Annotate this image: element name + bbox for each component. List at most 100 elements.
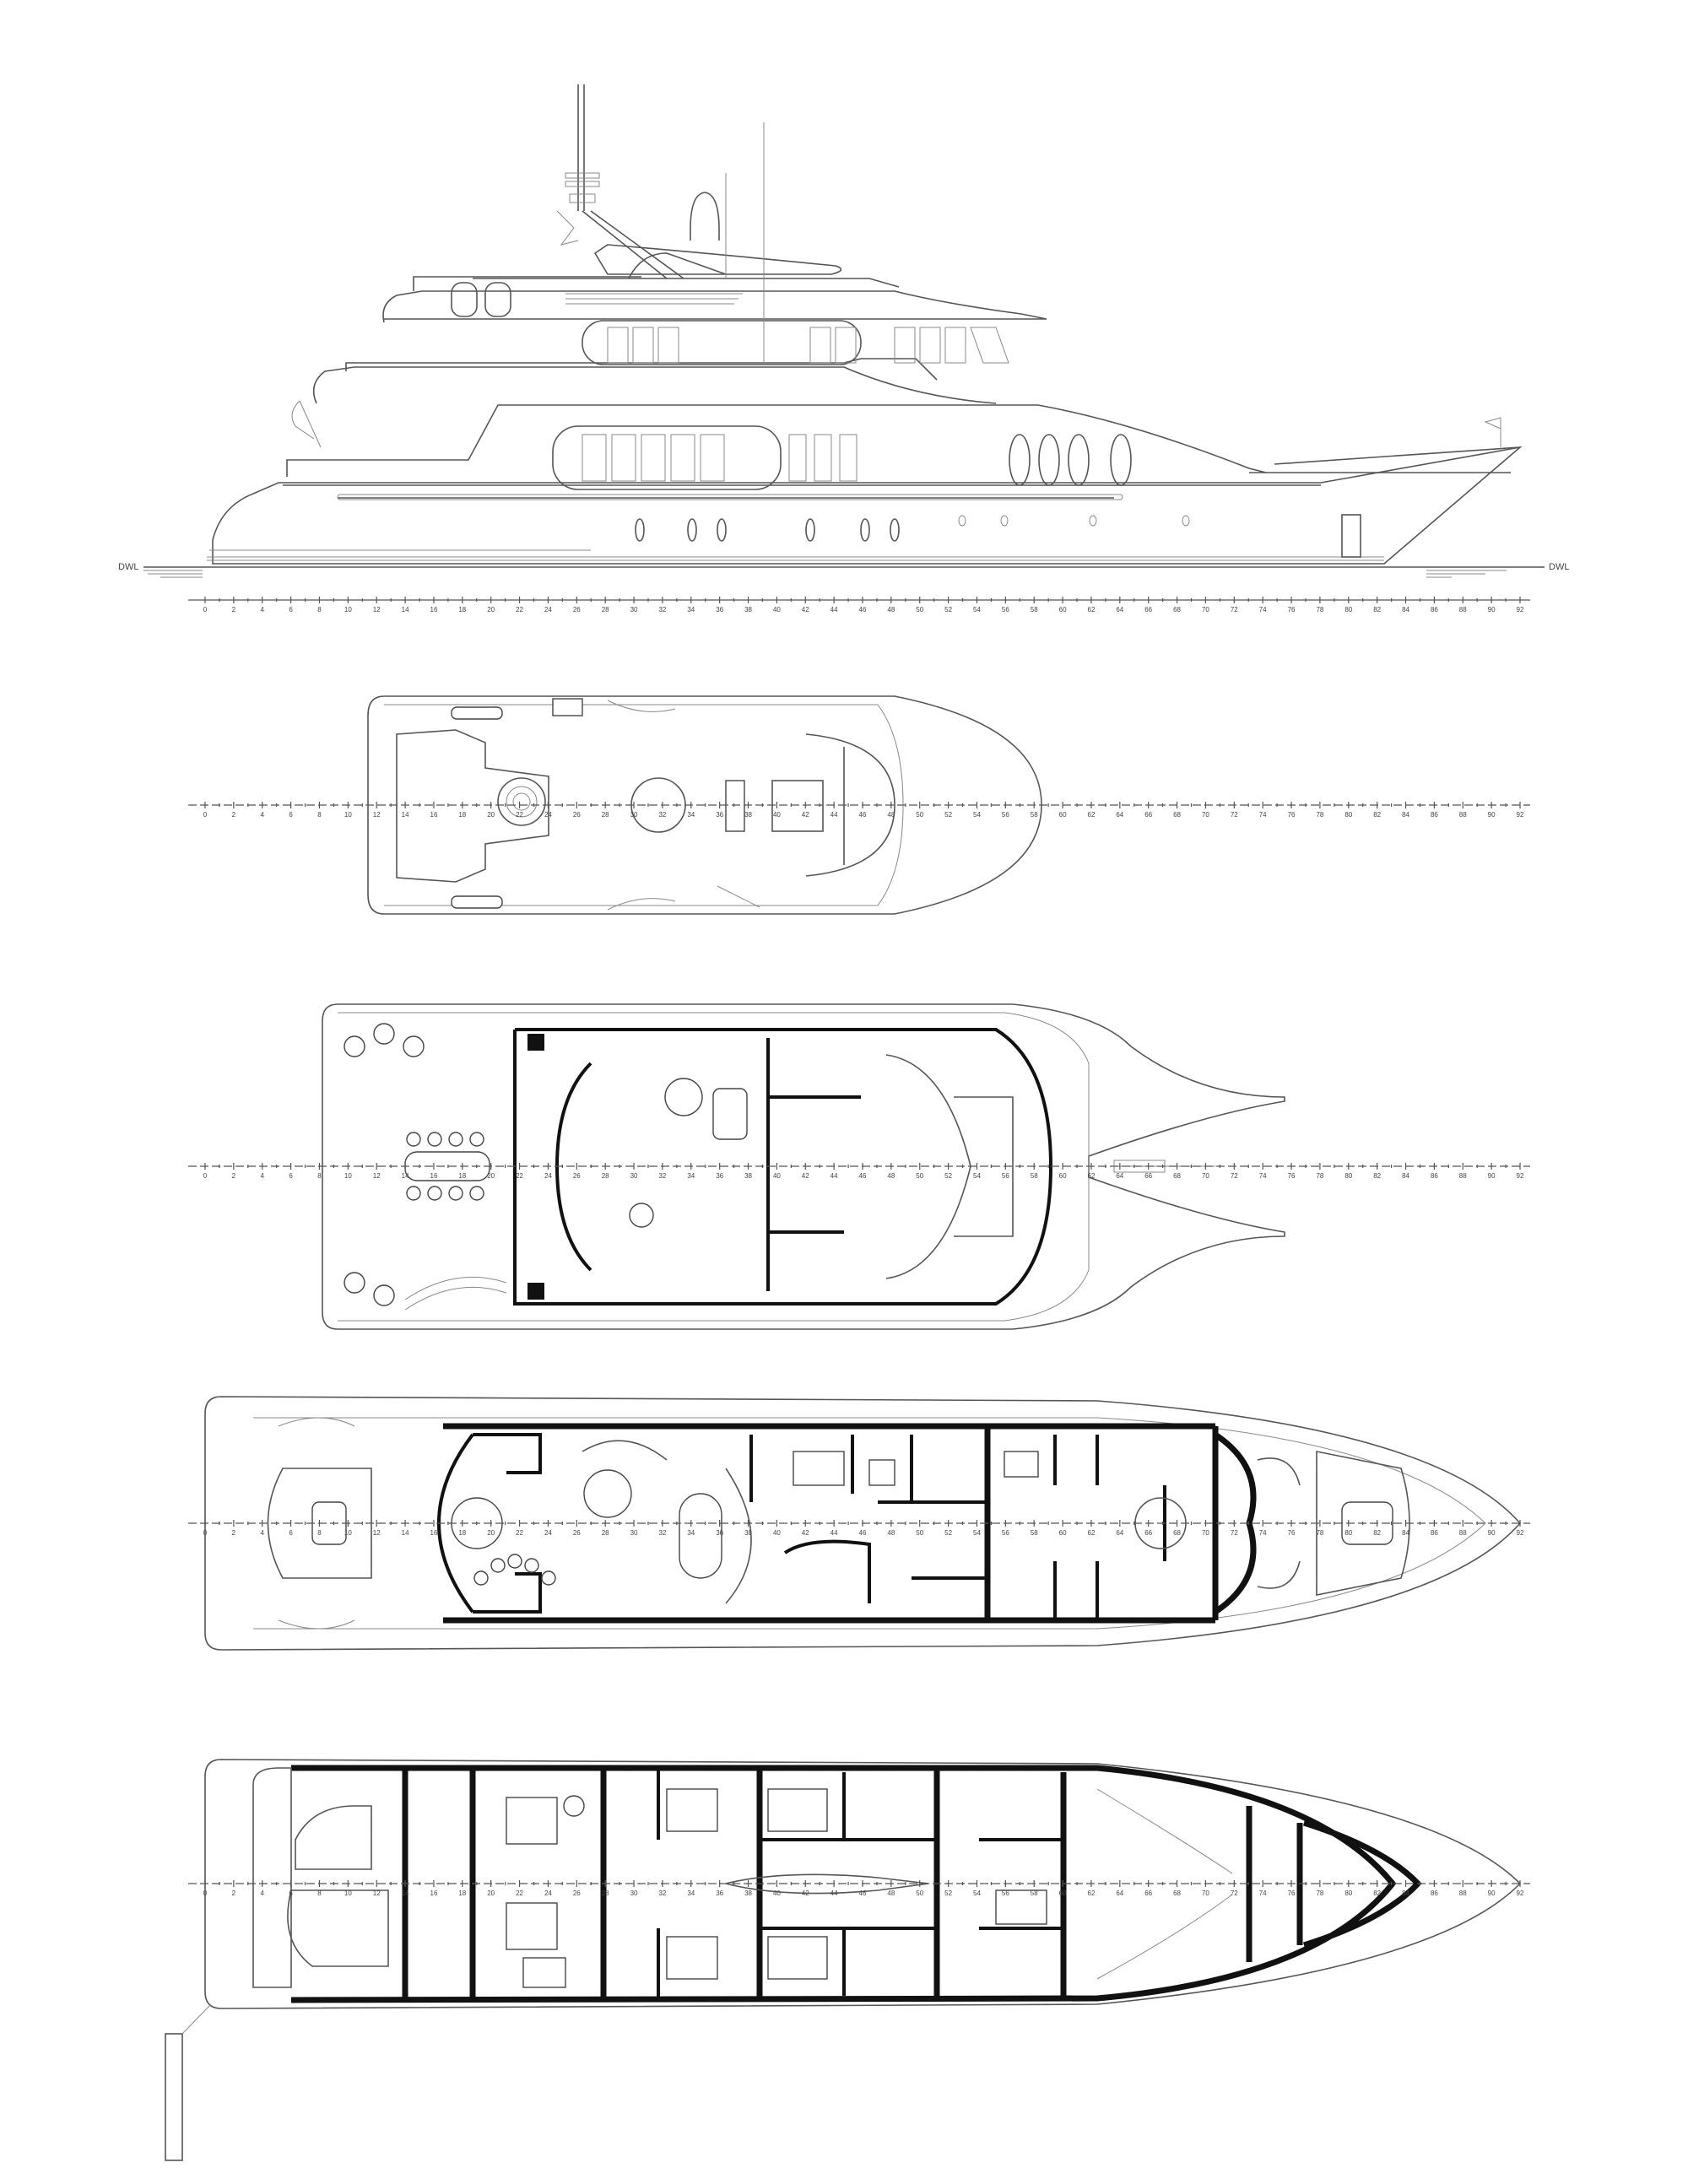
- scale-label: 66: [1144, 1889, 1152, 1897]
- scale-label: 4: [261, 606, 265, 614]
- scale-label: 92: [1517, 1889, 1524, 1897]
- scale-label: 4: [261, 1889, 265, 1897]
- scale-label: 28: [602, 1889, 609, 1897]
- scale-label: 62: [1088, 1889, 1096, 1897]
- scale-label: 20: [487, 811, 495, 819]
- scale-label: 26: [573, 1172, 581, 1180]
- scale-label: 64: [1116, 1529, 1123, 1537]
- hull-profile: [212, 446, 1523, 565]
- scale-label: 32: [658, 606, 666, 614]
- scale-label: 90: [1488, 811, 1496, 819]
- scale-label: 68: [1173, 606, 1181, 614]
- scale-label: 20: [487, 606, 495, 614]
- scale-label: 46: [859, 606, 867, 614]
- scale-label: 0: [203, 606, 208, 614]
- scale-label: 40: [773, 1889, 781, 1897]
- scale-label: 60: [1059, 1529, 1067, 1537]
- scale-label: 6: [289, 1889, 293, 1897]
- scale-label: 44: [830, 606, 838, 614]
- scale-label: 42: [802, 1172, 809, 1180]
- scale-label: 62: [1088, 606, 1096, 614]
- scale-label: 70: [1202, 1529, 1209, 1537]
- scale-label: 44: [830, 811, 838, 819]
- scale-label: 54: [973, 1889, 981, 1897]
- scale-label: 54: [973, 811, 981, 819]
- scale-label: 46: [859, 1889, 867, 1897]
- scale-label: 44: [830, 1529, 838, 1537]
- scale-label: 92: [1517, 606, 1524, 614]
- scale-label: 82: [1373, 606, 1381, 614]
- scale-label: 20: [487, 1172, 495, 1180]
- scale-label: 78: [1316, 1889, 1323, 1897]
- scale-label: 0: [203, 1172, 208, 1180]
- scale-label: 40: [773, 1529, 781, 1537]
- scale-label: 56: [1002, 1529, 1009, 1537]
- scale-label: 28: [602, 811, 609, 819]
- scale-label: 42: [802, 1529, 809, 1537]
- scale-label: 84: [1402, 1529, 1409, 1537]
- scale-label: 0: [203, 1529, 208, 1537]
- scale-label: 68: [1173, 811, 1181, 819]
- scale-label: 84: [1402, 606, 1409, 614]
- scale-label: 58: [1031, 606, 1038, 614]
- scale-label: 8: [317, 1889, 322, 1897]
- scale-label: 54: [973, 1529, 981, 1537]
- scale-label: 84: [1402, 1889, 1409, 1897]
- scale-label: 30: [630, 1172, 638, 1180]
- scale-label: 44: [830, 1889, 838, 1897]
- scale-label: 16: [430, 606, 438, 614]
- scale-label: 84: [1402, 811, 1409, 819]
- scale-label: 54: [973, 606, 981, 614]
- scale-label: 46: [859, 1529, 867, 1537]
- scale-label: 30: [630, 1889, 638, 1897]
- scale-label: 32: [658, 811, 666, 819]
- scale-label: 30: [630, 606, 638, 614]
- scale-label: 86: [1431, 606, 1438, 614]
- scale-label: 14: [402, 811, 409, 819]
- scale-label: 32: [658, 1172, 666, 1180]
- scale-label: 76: [1288, 606, 1296, 614]
- scale-label: 86: [1431, 1172, 1438, 1180]
- scale-label: 14: [402, 1889, 409, 1897]
- lower-deck-plan: [165, 1759, 1522, 2161]
- scale-label: 70: [1202, 1172, 1209, 1180]
- scale-label: 24: [544, 1889, 552, 1897]
- aft-dining-table: [404, 1132, 490, 1201]
- scale-label: 42: [802, 606, 809, 614]
- scale-label: 8: [317, 1529, 322, 1537]
- scale-label: 88: [1459, 1889, 1467, 1897]
- scale-label: 22: [516, 1172, 523, 1180]
- scale-label: 72: [1231, 1172, 1238, 1180]
- scale-label: 6: [289, 606, 293, 614]
- scale-label: 26: [573, 1529, 581, 1537]
- scale-label: 74: [1259, 1529, 1267, 1537]
- scale-label: 62: [1088, 1529, 1096, 1537]
- scale-label: 38: [744, 1529, 752, 1537]
- scale-label: 88: [1459, 811, 1467, 819]
- scale-label: 18: [458, 1529, 466, 1537]
- scale-label: 80: [1344, 606, 1352, 614]
- scale-label: 68: [1173, 1172, 1181, 1180]
- scale-label: 82: [1373, 1529, 1381, 1537]
- scale-label: 76: [1288, 1529, 1296, 1537]
- scale-label: 0: [203, 1889, 208, 1897]
- scale-label: 76: [1288, 1889, 1296, 1897]
- scale-label: 22: [516, 811, 523, 819]
- scale-label: 78: [1316, 1529, 1323, 1537]
- scale-label: 90: [1488, 1889, 1496, 1897]
- scale-label: 52: [944, 1889, 952, 1897]
- scale-label: 56: [1002, 811, 1009, 819]
- dining-chairs-main: [473, 1554, 556, 1586]
- scale-label: 48: [887, 1529, 895, 1537]
- scale-label: 76: [1288, 1172, 1296, 1180]
- scale-label: 28: [602, 1172, 609, 1180]
- scale-label: 38: [744, 606, 752, 614]
- scale-label: 34: [687, 1529, 695, 1537]
- scale-label: 76: [1288, 811, 1296, 819]
- scale-label: 40: [773, 606, 781, 614]
- scale-label: 36: [716, 811, 723, 819]
- scale-label: 72: [1231, 811, 1238, 819]
- scale-label: 26: [573, 1889, 581, 1897]
- scale-label: 2: [232, 1889, 236, 1897]
